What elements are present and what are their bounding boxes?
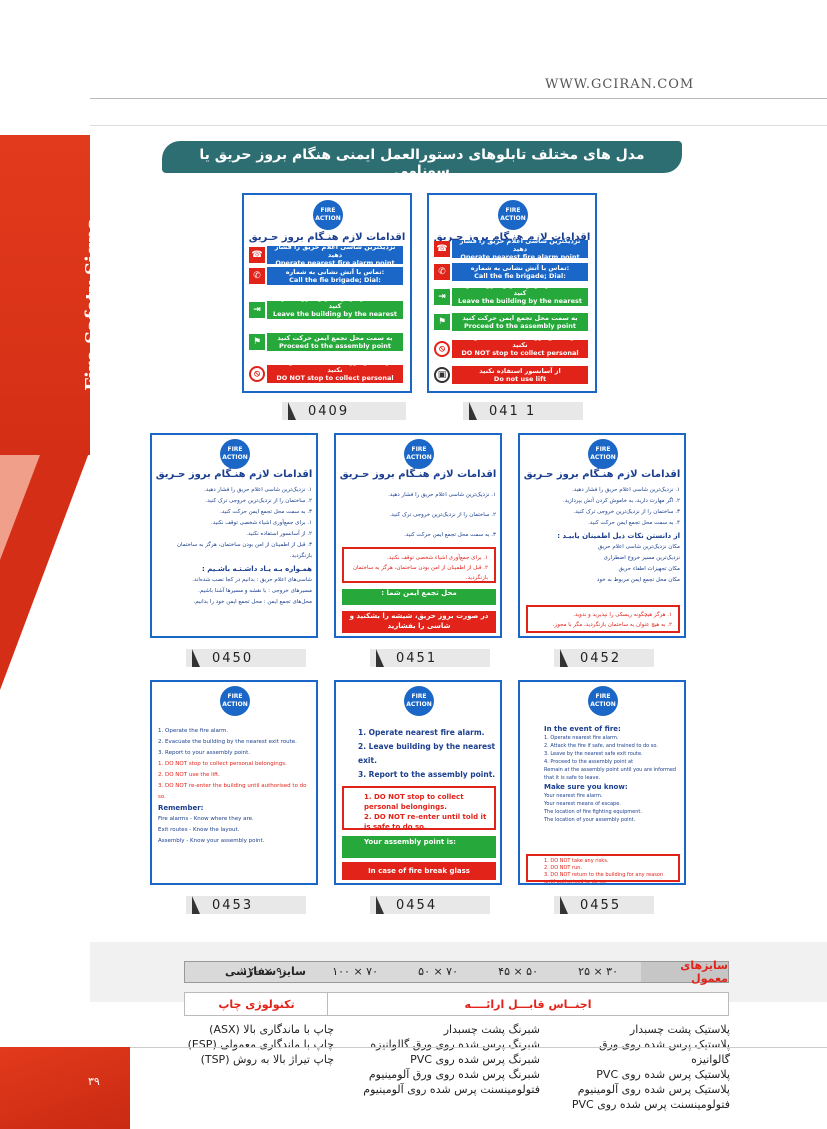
instruction-list: ۱. نزدیک‌ترین شاسی اعلام حریق را فشار ده…: [177, 487, 312, 605]
page-number: ۳۹: [88, 1075, 100, 1088]
panel-top-line: [90, 125, 827, 126]
sign-title: اقدامات لازم هنـگام بروز حـریق: [523, 469, 681, 480]
code-label-0409: 0409: [282, 402, 406, 420]
prohibition-icon: ⦸: [249, 366, 265, 382]
sidebar-corner-decoration: [0, 440, 90, 690]
sign-title: اقدامات لازم هنـگام بروز حـریق: [155, 469, 313, 480]
assembly-point-bar: Your assembly point is:: [342, 836, 496, 858]
exit-icon: ⇥: [249, 302, 265, 318]
instruction-list: ۱. نزدیک‌ترین شاسی اعلام حریق را فشار ده…: [388, 492, 496, 538]
prohibition-box: 1. DO NOT take any risks. 2. DO NOT run.…: [526, 854, 680, 885]
sidebar-title: Fire Safety Signs: [82, 219, 103, 391]
sign-title: اقدامات لازم هنـگام بروز حـریق: [248, 232, 406, 243]
instruction-list: In the event of fire: 1. Operate nearest…: [544, 725, 677, 823]
size-value: ۱۲۰ × ۹۰: [242, 965, 288, 978]
size-value: ۱۰۰ × ۷۰: [332, 965, 378, 978]
prohibition-box: 1. DO NOT stop to collect personal belon…: [342, 786, 496, 831]
sign-title: اقدامات لازم هنـگام بروز حـریق: [339, 469, 497, 480]
code-label-0453: 0453: [186, 896, 306, 914]
custom-size-label: سایز سفارشی: [225, 965, 306, 978]
size-value: ۲۵ × ۳۰: [578, 965, 618, 978]
phone-icon: ✆: [249, 268, 265, 284]
break-glass-bar: در صورت بروز حریق، شیشه را بشکنید و شاسی…: [342, 611, 496, 633]
code-label-0411: 041 1: [463, 402, 583, 420]
exit-icon: ⇥: [434, 289, 450, 305]
prohibition-icon: ⦸: [434, 341, 450, 357]
instruction-list: 1. Operate the fire alarm. 2. Evacuate t…: [158, 728, 307, 844]
print-tech-list: چاپ با ماندگاری بالا (ASX) چاپ با ماندگا…: [187, 1023, 334, 1066]
sizes-row: سایزهای معمول ۲۵ × ۳۰ ۴۵ × ۵۰ ۵۰ × ۷۰ ۱۰…: [184, 959, 729, 985]
code-label-0452: 0452: [554, 649, 654, 667]
footer-red-tab: [0, 1047, 130, 1129]
instruction-list: ۱. نزدیک‌ترین شاسی اعلام حریق را فشار ده…: [557, 487, 680, 583]
sidebar-title-wrap: Fire Safety Signs: [58, 170, 103, 440]
print-tech-header: تکنولوژی چاپ: [218, 997, 295, 1011]
materials-header: اجنــاس قابـــل ارائــــه: [327, 993, 728, 1015]
fire-alarm-icon: ☎: [434, 241, 450, 257]
break-glass-bar: In case of fire break glass: [342, 862, 496, 880]
size-value: ۵۰ × ۷۰: [418, 965, 458, 978]
materials-col-2: شبرنگ پشت چسبدار شبرنگ پرس شده روی ورق گ…: [363, 1023, 540, 1096]
table-header-row: اجنــاس قابـــل ارائــــه تکنولوژی چاپ: [184, 992, 729, 1016]
phone-icon: ✆: [434, 264, 450, 280]
sidebar-banner: [0, 135, 90, 455]
site-url: WWW.GCIRAN.COM: [545, 77, 695, 92]
assembly-icon: ⚑: [434, 314, 450, 330]
no-lift-icon: ▣: [434, 367, 450, 383]
top-divider: [90, 98, 827, 99]
code-label-0451: 0451: [370, 649, 490, 667]
assembly-icon: ⚑: [249, 334, 265, 350]
sizes-header: سایزهای معمول: [641, 959, 728, 985]
prohibition-box: ۱. برای جمع‌آوری اشیاء شخصی توقف نکنید. …: [342, 547, 496, 583]
page-title: مدل های مختلف تابلوهای دستورالعمل ایمنی …: [199, 147, 645, 179]
code-label-0454: 0454: [370, 896, 490, 914]
materials-col-1: پلاستیک پشت چسبدار پلاستیک پرس شده روی و…: [571, 1023, 730, 1111]
footer-divider: [130, 1047, 827, 1048]
assembly-point-bar: محل تجمع ایمن شما :: [342, 589, 496, 605]
instruction-list: 1. Operate nearest fire alarm. 2. Leave …: [358, 728, 496, 779]
code-label-0450: 0450: [186, 649, 306, 667]
sign-title: اقدامات لازم هنـگام بروز حـریق: [433, 232, 591, 243]
title-pill: [162, 141, 682, 173]
size-value: ۴۵ × ۵۰: [498, 965, 538, 978]
prohibition-box: ۱. هرگز هیچگونه ریسکی را نپذیرید و ندوید…: [526, 605, 680, 633]
fire-alarm-icon: ☎: [249, 247, 265, 263]
code-label-0455: 0455: [554, 896, 654, 914]
